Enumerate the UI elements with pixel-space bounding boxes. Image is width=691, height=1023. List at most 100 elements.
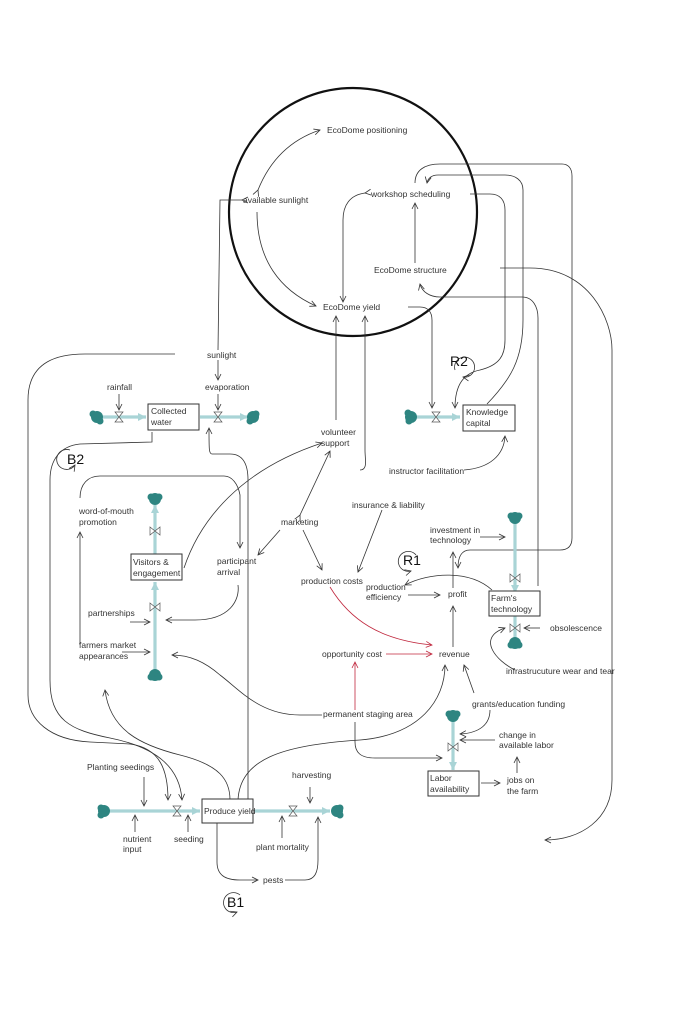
- cloud-icon: [147, 493, 163, 505]
- cloud-icon: [246, 410, 260, 425]
- link-workshop-knowledge: [451, 193, 506, 409]
- var-investment-technology: investment in: [430, 525, 480, 535]
- loop-marker-b1: B1: [223, 892, 244, 918]
- stock-label: water: [150, 417, 172, 427]
- var-change-labor: change in: [499, 730, 536, 740]
- var-ecodome-structure: EcoDome structure: [374, 265, 447, 275]
- stock-visitors-engagement[interactable]: Visitors & engagement: [130, 553, 183, 581]
- link-pests-outflow: [285, 816, 322, 881]
- link-participant-visitors: [165, 584, 239, 624]
- loop-marker-r1: R1: [397, 551, 421, 576]
- link-marketing-volunteer: [294, 450, 331, 522]
- var-farmers-market-2: appearances: [79, 651, 128, 661]
- var-production-efficiency-2: efficiency: [366, 592, 402, 602]
- var-word-of-mouth: word-of-mouth: [78, 506, 134, 516]
- valve-icon: [149, 602, 161, 612]
- link-produce-farmers: [102, 689, 231, 801]
- cloud-icon: [331, 804, 344, 819]
- link-water-seeding: [49, 432, 185, 801]
- var-infrastructure-wear: infrastrucuture wear and tear: [506, 666, 615, 676]
- var-jobs-farm: jobs on: [506, 775, 535, 785]
- link-farmtech-efficiency: [404, 574, 493, 591]
- link-sunlight-evaporation-top: [217, 196, 249, 351]
- var-planting-seedings: Planting seedings: [87, 762, 154, 772]
- var-nutrient-input: nutrient: [123, 834, 152, 844]
- stock-label: technology: [491, 604, 533, 614]
- stock-label: availability: [430, 784, 470, 794]
- var-grants-funding: grants/education funding: [472, 699, 565, 709]
- stock-labor-availability[interactable]: Labor availability: [427, 770, 480, 797]
- valve-icon: [431, 411, 441, 423]
- svg-text:R2: R2: [450, 353, 468, 369]
- link-yield-knowledge-inflow: [408, 306, 436, 409]
- valve-icon: [288, 805, 298, 817]
- loop-marker-r2: R2: [450, 353, 475, 382]
- stock-label: Collected: [151, 406, 187, 416]
- var-partnerships: partnerships: [88, 608, 135, 618]
- valve-icon: [172, 805, 182, 817]
- var-revenue: revenue: [439, 649, 470, 659]
- var-opportunity-cost: opportunity cost: [322, 649, 383, 659]
- var-profit: profit: [448, 589, 468, 599]
- var-production-efficiency: production: [366, 582, 406, 592]
- loop-marker-b2: B2: [56, 449, 84, 472]
- link-staging-visitors: [171, 651, 322, 716]
- link-produce-evaporation-inflow: [205, 427, 249, 800]
- link-farmtech-structure: [418, 283, 539, 586]
- var-farmers-market: farmers market: [79, 640, 137, 650]
- cloud-icon: [404, 409, 417, 425]
- cloud-icon: [97, 804, 110, 819]
- valve-icon: [213, 411, 223, 423]
- var-permanent-staging-area: permanent staging area: [323, 709, 413, 719]
- valve-icon: [509, 573, 521, 583]
- svg-text:B1: B1: [227, 894, 244, 910]
- cloud-icon: [89, 410, 104, 425]
- link-produce-pests: [216, 822, 259, 884]
- svg-text:B2: B2: [67, 451, 84, 467]
- link-wear-valve: [490, 627, 516, 671]
- stock-farms-technology[interactable]: Farm's technology: [488, 590, 541, 617]
- stock-label: engagement: [133, 568, 181, 578]
- stock-label: Labor: [430, 773, 452, 783]
- svg-text:R1: R1: [403, 552, 421, 568]
- var-pests: pests: [263, 875, 283, 885]
- var-change-labor-2: available labor: [499, 740, 554, 750]
- stock-collected-water[interactable]: Collected water: [147, 403, 200, 431]
- link-grants-labor-valve: [459, 709, 491, 738]
- var-volunteer-support: volunteer: [321, 427, 356, 437]
- stock-label: Visitors &: [133, 557, 169, 567]
- var-investment-technology-2: technology: [430, 535, 472, 545]
- var-word-of-mouth-2: promotion: [79, 517, 117, 527]
- link-produce-revenue: [237, 664, 449, 801]
- var-ecodome-positioning: EcoDome positioning: [327, 125, 408, 135]
- link-workshop-ecodome-yield: [339, 188, 372, 303]
- cloud-icon: [507, 512, 523, 524]
- stock-label: Produce yield: [204, 806, 256, 816]
- var-participant-arrival: participant: [217, 556, 257, 566]
- var-sunlight: sunlight: [207, 350, 237, 360]
- link-sunlight-produce-outer: [27, 353, 175, 801]
- var-nutrient-input-2: input: [123, 844, 142, 854]
- link-staging-labor: [354, 722, 443, 762]
- var-marketing: marketing: [281, 517, 319, 527]
- var-ecodome-yield: EcoDome yield: [323, 302, 380, 312]
- var-participant-arrival-2: arrival: [217, 567, 240, 577]
- valve-icon: [149, 526, 161, 536]
- stock-label: Farm's: [491, 593, 517, 603]
- stock-knowledge-capital[interactable]: Knowledge capital: [462, 404, 516, 432]
- link-instructor-yield: [359, 315, 369, 471]
- link-marketing-production: [302, 529, 323, 571]
- cloud-icon: [507, 637, 523, 649]
- cloud-icon: [147, 669, 163, 681]
- var-instructor-facilitation: instructor facilitation: [389, 466, 464, 476]
- stock-produce-yield[interactable]: Produce yield: [201, 798, 256, 824]
- link-visitors-volunteer: [183, 441, 323, 569]
- var-available-sunlight: available sunlight: [243, 195, 309, 205]
- link-production-revenue: [329, 586, 433, 648]
- var-obsolescence: obsolescence: [550, 623, 602, 633]
- var-evaporation: evaporation: [205, 382, 250, 392]
- valve-icon: [114, 411, 124, 423]
- link-insurance-production: [356, 509, 383, 573]
- link-sunlight-ecodome-yield: [256, 211, 317, 307]
